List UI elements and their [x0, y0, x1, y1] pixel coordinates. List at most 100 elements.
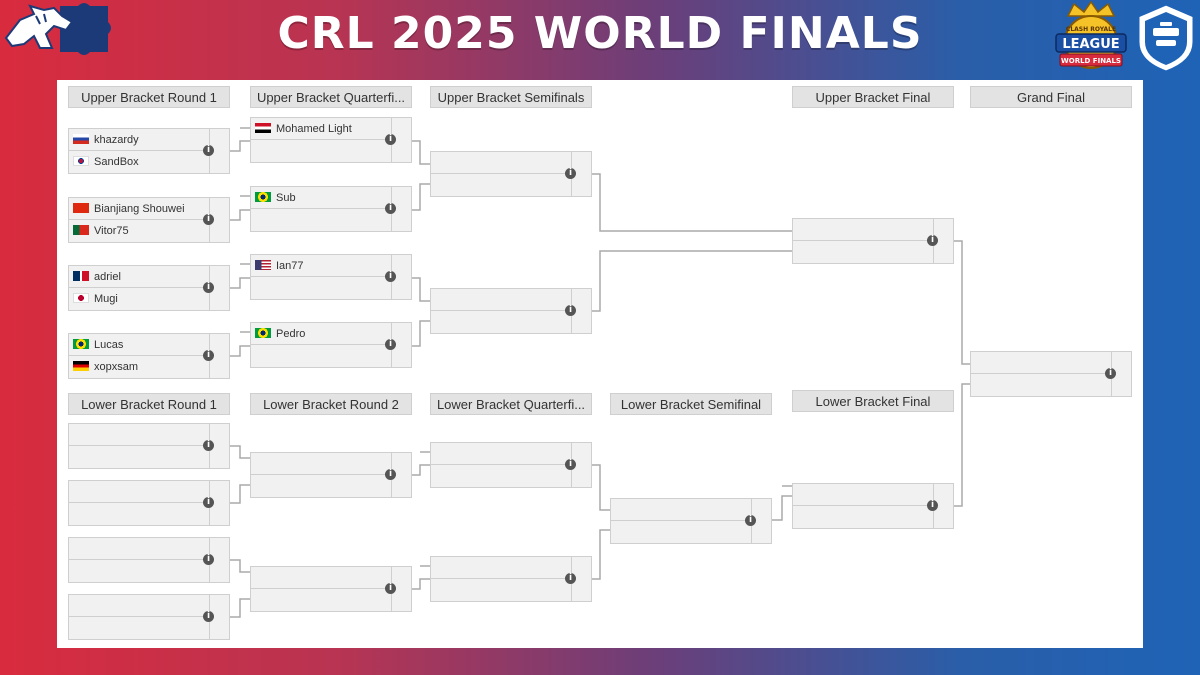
player-slot[interactable] [251, 453, 391, 475]
player-slot[interactable] [69, 560, 209, 582]
player-slot[interactable] [69, 595, 209, 617]
header-ub-quarterfinals: Upper Bracket Quarterfi... [250, 86, 412, 108]
header-lb-quarterfinals: Lower Bracket Quarterfi... [430, 393, 592, 415]
match-lb-r1-1[interactable]: i [68, 423, 230, 469]
player-slot[interactable]: SandBox [69, 151, 209, 173]
player-slot[interactable] [69, 446, 209, 468]
info-icon[interactable]: i [745, 515, 756, 526]
player-slot[interactable] [251, 345, 391, 367]
player-slot[interactable] [971, 352, 1111, 374]
player-name: Ian77 [276, 260, 304, 272]
info-icon[interactable]: i [203, 440, 214, 451]
player-name: SandBox [94, 156, 139, 168]
match-grand-final[interactable]: i [970, 351, 1132, 397]
info-icon[interactable]: i [565, 459, 576, 470]
player-slot[interactable] [69, 424, 209, 446]
info-icon[interactable]: i [1105, 368, 1116, 379]
player-slot[interactable] [431, 174, 571, 196]
info-icon[interactable]: i [385, 469, 396, 480]
player-slot[interactable]: adriel [69, 266, 209, 288]
flag-brazil-icon [255, 192, 271, 203]
flag-egypt-icon [255, 123, 271, 134]
player-slot[interactable]: Bianjiang Shouwei [69, 198, 209, 220]
player-slot[interactable] [611, 499, 751, 521]
match-lb-r1-3[interactable]: i [68, 537, 230, 583]
player-slot[interactable] [431, 311, 571, 333]
info-icon[interactable]: i [385, 271, 396, 282]
match-ub-final[interactable]: i [792, 218, 954, 264]
info-icon[interactable]: i [565, 168, 576, 179]
info-icon[interactable]: i [203, 145, 214, 156]
info-icon[interactable]: i [203, 497, 214, 508]
info-icon[interactable]: i [385, 339, 396, 350]
player-slot[interactable]: Mugi [69, 288, 209, 310]
match-ub-qf-3[interactable]: Ian77 i [250, 254, 412, 300]
info-icon[interactable]: i [385, 203, 396, 214]
player-slot[interactable] [431, 557, 571, 579]
match-ub-r1-3[interactable]: adriel Mugi i [68, 265, 230, 311]
player-slot[interactable] [251, 475, 391, 497]
flag-south-korea-icon [73, 156, 89, 167]
player-slot[interactable] [431, 443, 571, 465]
match-lb-semifinal[interactable]: i [610, 498, 772, 544]
info-icon[interactable]: i [927, 235, 938, 246]
info-icon[interactable]: i [927, 500, 938, 511]
player-slot[interactable] [431, 579, 571, 601]
header-lb-final: Lower Bracket Final [792, 390, 954, 412]
player-slot[interactable] [251, 567, 391, 589]
player-slot[interactable]: Vitor75 [69, 220, 209, 242]
info-icon[interactable]: i [203, 350, 214, 361]
match-lb-r1-2[interactable]: i [68, 480, 230, 526]
player-slot[interactable]: Sub [251, 187, 391, 209]
player-slot[interactable] [251, 277, 391, 299]
player-slot[interactable] [69, 538, 209, 560]
info-icon[interactable]: i [385, 134, 396, 145]
info-icon[interactable]: i [203, 214, 214, 225]
player-slot[interactable] [793, 506, 933, 528]
match-lb-r2-1[interactable]: i [250, 452, 412, 498]
player-slot[interactable]: Pedro [251, 323, 391, 345]
team-logo [4, 3, 111, 55]
player-slot[interactable] [793, 219, 933, 241]
player-slot[interactable] [971, 374, 1111, 396]
match-ub-sf-2[interactable]: i [430, 288, 592, 334]
match-lb-qf-2[interactable]: i [430, 556, 592, 602]
player-slot[interactable]: khazardy [69, 129, 209, 151]
player-slot[interactable]: Ian77 [251, 255, 391, 277]
match-ub-qf-2[interactable]: Sub i [250, 186, 412, 232]
match-lb-r1-4[interactable]: i [68, 594, 230, 640]
player-slot[interactable] [793, 241, 933, 263]
player-slot[interactable] [251, 589, 391, 611]
player-slot[interactable] [69, 617, 209, 639]
player-slot[interactable] [611, 521, 751, 543]
player-slot[interactable] [431, 465, 571, 487]
player-slot[interactable]: Lucas [69, 334, 209, 356]
player-slot[interactable] [251, 209, 391, 231]
player-slot[interactable]: Mohamed Light [251, 118, 391, 140]
match-ub-sf-1[interactable]: i [430, 151, 592, 197]
player-slot[interactable] [431, 289, 571, 311]
player-slot[interactable] [69, 503, 209, 525]
header-lb-round2: Lower Bracket Round 2 [250, 393, 412, 415]
match-lb-final[interactable]: i [792, 483, 954, 529]
player-slot[interactable] [793, 484, 933, 506]
match-ub-r1-1[interactable]: khazardy SandBox i [68, 128, 230, 174]
player-slot[interactable] [251, 140, 391, 162]
match-ub-r1-2[interactable]: Bianjiang Shouwei Vitor75 i [68, 197, 230, 243]
player-slot[interactable]: xopxsam [69, 356, 209, 378]
info-icon[interactable]: i [385, 583, 396, 594]
match-lb-r2-2[interactable]: i [250, 566, 412, 612]
match-ub-r1-4[interactable]: Lucas xopxsam i [68, 333, 230, 379]
player-name: khazardy [94, 134, 139, 146]
match-ub-qf-1[interactable]: Mohamed Light i [250, 117, 412, 163]
player-name: Bianjiang Shouwei [94, 203, 185, 215]
info-icon[interactable]: i [203, 611, 214, 622]
info-icon[interactable]: i [203, 554, 214, 565]
info-icon[interactable]: i [565, 305, 576, 316]
match-lb-qf-1[interactable]: i [430, 442, 592, 488]
info-icon[interactable]: i [203, 282, 214, 293]
player-slot[interactable] [431, 152, 571, 174]
player-slot[interactable] [69, 481, 209, 503]
match-ub-qf-4[interactable]: Pedro i [250, 322, 412, 368]
info-icon[interactable]: i [565, 573, 576, 584]
